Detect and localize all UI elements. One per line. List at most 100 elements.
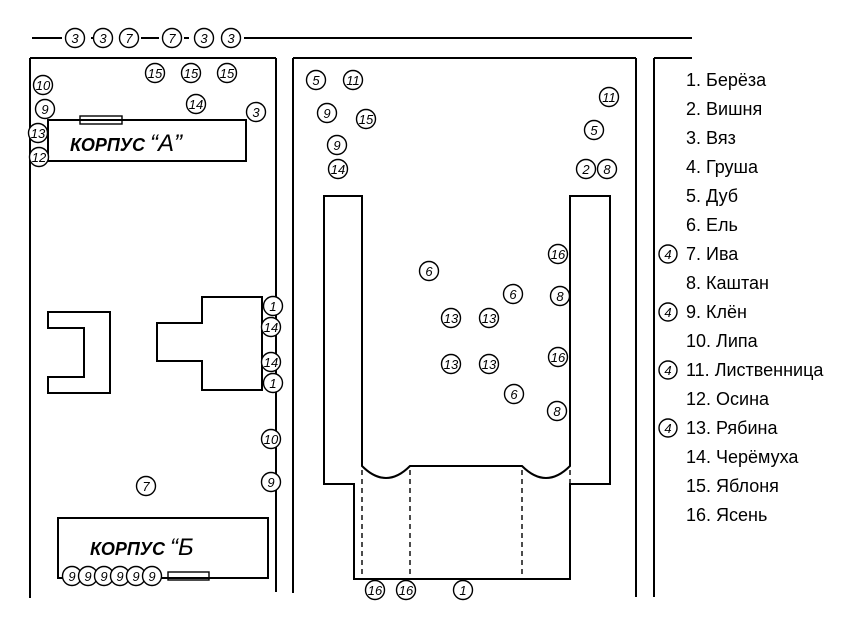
svg-text:1. Берёза: 1. Берёза	[686, 70, 767, 90]
building-b-label: КОРПУС “Б	[90, 534, 194, 561]
tree-marker: 15	[355, 108, 377, 130]
svg-text:16. Ясень: 16. Ясень	[686, 505, 767, 525]
svg-text:10. Липа: 10. Липа	[686, 331, 759, 351]
svg-text:13. Рябина: 13. Рябина	[686, 418, 778, 438]
svg-text:13: 13	[482, 357, 497, 372]
svg-text:6: 6	[509, 287, 517, 302]
legend-item: 3. Вяз	[686, 128, 736, 148]
svg-text:7. Ива: 7. Ива	[686, 244, 739, 264]
svg-text:12. Осина: 12. Осина	[686, 389, 770, 409]
svg-text:4: 4	[664, 421, 671, 436]
svg-text:16: 16	[551, 247, 566, 262]
legend-item: 13. Рябина	[686, 418, 778, 438]
svg-text:14: 14	[189, 97, 203, 112]
tree-marker: 8	[546, 400, 568, 422]
legend-marker: 4	[658, 302, 678, 322]
building-b: КОРПУС “Б	[57, 517, 269, 581]
small-structure	[47, 311, 111, 394]
tree-marker: 3	[92, 27, 114, 49]
svg-text:10: 10	[36, 78, 51, 93]
legend-item: 4. Груша	[686, 157, 759, 177]
svg-text:11. Лиственница: 11. Лиственница	[686, 360, 824, 380]
tree-marker: 6	[503, 383, 525, 405]
svg-text:9: 9	[323, 106, 330, 121]
svg-text:5: 5	[590, 123, 598, 138]
legend-item: 16. Ясень	[686, 505, 767, 525]
tree-marker: 9	[109, 565, 131, 587]
legend-item: 2. Вишня	[686, 99, 762, 119]
svg-text:1: 1	[459, 583, 466, 598]
svg-text:3: 3	[200, 31, 208, 46]
svg-text:12: 12	[32, 150, 47, 165]
tree-marker: 9	[316, 102, 338, 124]
tree-marker: 14	[260, 351, 282, 373]
tree-marker: 16	[395, 579, 417, 601]
tree-marker: 15	[144, 62, 166, 84]
tree-marker: 2	[575, 158, 597, 180]
tree-marker: 14	[327, 158, 349, 180]
svg-text:4: 4	[664, 247, 671, 262]
svg-text:11: 11	[346, 73, 360, 88]
tree-marker: 11	[598, 86, 620, 108]
tree-marker: 12	[28, 146, 50, 168]
svg-text:7: 7	[125, 31, 133, 46]
svg-text:9: 9	[116, 569, 123, 584]
tree-marker: 9	[326, 134, 348, 156]
svg-text:15: 15	[220, 66, 235, 81]
tree-marker: 6	[418, 260, 440, 282]
svg-text:6. Ель: 6. Ель	[686, 215, 738, 235]
legend-item: 10. Липа	[686, 331, 759, 351]
svg-text:3: 3	[71, 31, 79, 46]
tree-marker: 13	[478, 307, 500, 329]
svg-text:14: 14	[331, 162, 345, 177]
tree-marker: 10	[32, 74, 54, 96]
tree-marker: 9	[34, 98, 56, 120]
svg-text:7: 7	[168, 31, 176, 46]
tree-marker: 1	[452, 579, 474, 601]
tree-marker: 13	[478, 353, 500, 375]
legend-item: 14. Черёмуха	[686, 447, 799, 467]
legend-item: 6. Ель	[686, 215, 738, 235]
building-a-label: КОРПУС “А”	[70, 130, 183, 157]
legend-item: 9. Клён	[686, 302, 747, 322]
tree-marker: 14	[260, 316, 282, 338]
svg-text:10: 10	[264, 432, 279, 447]
tree-marker: 6	[502, 283, 524, 305]
svg-text:7: 7	[142, 479, 150, 494]
tree-marker: 11	[342, 69, 364, 91]
tree-marker: 1	[262, 372, 284, 394]
tree-marker: 15	[180, 62, 202, 84]
tree-marker: 5	[305, 69, 327, 91]
tree-marker: 16	[547, 243, 569, 265]
tree-marker: 13	[27, 122, 49, 144]
tree-marker: 3	[64, 27, 86, 49]
svg-text:15. Яблоня: 15. Яблоня	[686, 476, 779, 496]
tree-marker: 8	[596, 158, 618, 180]
svg-text:2. Вишня: 2. Вишня	[686, 99, 762, 119]
legend-item: 5. Дуб	[686, 186, 738, 206]
tree-marker: 9	[260, 471, 282, 493]
legend-item: 15. Яблоня	[686, 476, 779, 496]
svg-text:15: 15	[148, 66, 163, 81]
legend-marker: 4	[658, 360, 678, 380]
tree-marker: 13	[440, 307, 462, 329]
tree-marker: 13	[440, 353, 462, 375]
svg-text:9: 9	[41, 102, 48, 117]
svg-text:16: 16	[399, 583, 414, 598]
svg-text:9: 9	[132, 569, 139, 584]
tree-marker: 14	[185, 93, 207, 115]
svg-text:8. Каштан: 8. Каштан	[686, 273, 769, 293]
svg-text:9: 9	[267, 475, 274, 490]
tree-marker: 16	[364, 579, 386, 601]
tree-marker: 10	[260, 428, 282, 450]
svg-text:11: 11	[602, 90, 616, 105]
svg-text:2: 2	[581, 162, 590, 177]
legend-marker: 4	[658, 244, 678, 264]
legend-item: 12. Осина	[686, 389, 770, 409]
svg-text:1: 1	[269, 299, 276, 314]
svg-text:1: 1	[269, 376, 276, 391]
svg-text:13: 13	[482, 311, 497, 326]
